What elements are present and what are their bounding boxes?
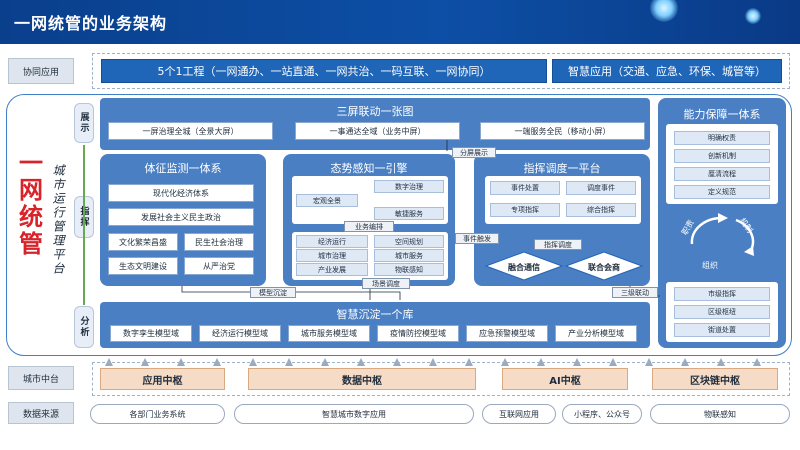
capability-item: 创新机制 <box>674 149 770 163</box>
command-diamond-label: 融合通信 <box>508 262 540 272</box>
decorative-light-icon <box>745 8 761 24</box>
screen-item: 一屏治理全城（全景大屏） <box>108 122 273 140</box>
data-source: 物联感知 <box>650 404 790 424</box>
capability-org-item: 区级枢纽 <box>674 305 770 319</box>
data-source: 智慧城市数字应用 <box>234 404 474 424</box>
monitor-item: 从严治党 <box>184 257 254 275</box>
capability-item: 定义规范 <box>674 185 770 199</box>
library-item: 产业分析模型域 <box>555 325 637 342</box>
connector-tag: 事件触发 <box>455 233 499 244</box>
top-app-smart: 智慧应用（交通、应急、环保、城管等） <box>552 59 782 83</box>
screen-item: 一端服务全民（移动小屏） <box>480 122 645 140</box>
title-bar <box>0 0 800 44</box>
monitor-title: 体征监测一体系 <box>144 162 222 175</box>
situation-grid-item: 城市服务 <box>374 249 444 262</box>
situation-grid-item: 经济运行 <box>296 235 368 248</box>
data-source: 小程序、公众号 <box>562 404 642 424</box>
capability-title: 能力保障一体系 <box>683 108 761 121</box>
situation-item: 宏观全景 <box>296 194 358 207</box>
connector-tag: 场景调度 <box>362 278 410 289</box>
monitor-item: 现代化经济体系 <box>108 184 254 202</box>
library-item: 应急预警模型域 <box>466 325 548 342</box>
situation-item: 敏捷服务 <box>374 207 444 220</box>
middle-platform: 数据中枢 <box>248 368 476 390</box>
capability-org-item: 街道处置 <box>674 323 770 337</box>
situation-grid-item: 产业发展 <box>296 263 368 276</box>
data-source: 各部门业务系统 <box>90 404 225 424</box>
library-title: 智慧沉淀一个库 <box>336 308 414 321</box>
middle-platform: 区块链中枢 <box>652 368 778 390</box>
row-label-xietong: 协同应用 <box>8 58 74 84</box>
connector-tag: 分屏展示 <box>452 147 496 158</box>
middle-platform: AI中枢 <box>502 368 628 390</box>
connector-tag: 三级联动 <box>612 287 658 298</box>
capability-item: 明确权责 <box>674 131 770 145</box>
middle-platform: 应用中枢 <box>100 368 225 390</box>
side-pill-zhanshi: 展示 <box>74 103 94 143</box>
library-item: 经济运行模型域 <box>199 325 281 342</box>
command-dispatch-tag: 指挥调度 <box>534 239 582 250</box>
situation-grid-item: 城市治理 <box>296 249 368 262</box>
row-label-chengshi: 城市中台 <box>8 366 74 390</box>
monitor-item: 发展社会主义民主政治 <box>108 208 254 226</box>
capability-item: 厘清流程 <box>674 167 770 181</box>
monitor-item: 民生社会治理 <box>184 233 254 251</box>
connector-tag: 模型沉淀 <box>250 287 296 298</box>
library-item: 城市服务模型域 <box>288 325 370 342</box>
command-item: 调度事件 <box>566 181 636 195</box>
command-item: 事件处置 <box>490 181 560 195</box>
monitor-item: 文化繁荣昌盛 <box>108 233 178 251</box>
situation-item: 数字治理 <box>374 180 444 193</box>
decorative-light-icon <box>650 0 678 22</box>
left-subtitle: 城市运行管理平台 <box>51 164 65 276</box>
command-item: 综合指挥 <box>566 203 636 217</box>
screens-title: 三屏联动一张图 <box>336 105 414 118</box>
capability-org-item: 市级指挥 <box>674 287 770 301</box>
left-title: 一网统管 <box>19 149 43 258</box>
xietong-frame <box>92 53 790 89</box>
situation-center-tag: 业务编排 <box>344 221 394 232</box>
screen-item: 一事通达全域（业务中屏） <box>295 122 460 140</box>
main-frame <box>6 94 792 356</box>
top-app-5x1: 5个1工程（一网通办、一站直通、一网共治、一码互联、一网协同） <box>101 59 547 83</box>
side-pill-fenxi: 分析 <box>74 306 94 348</box>
command-diamond-label: 联合会商 <box>588 262 620 272</box>
cycle-label: 组织 <box>702 261 718 270</box>
situation-grid-item: 空间规划 <box>374 235 444 248</box>
library-item: 数字孪生模型域 <box>110 325 192 342</box>
library-item: 疫情防控模型域 <box>377 325 459 342</box>
data-source: 互联网应用 <box>482 404 556 424</box>
chengshi-frame <box>92 362 790 396</box>
command-item: 专项指挥 <box>490 203 560 217</box>
cycle-arrows-icon <box>690 213 755 256</box>
side-connector-line <box>83 145 85 305</box>
row-label-shuju: 数据来源 <box>8 402 74 424</box>
page-title: 一网统管的业务架构 <box>14 14 168 33</box>
monitor-item: 生态文明建设 <box>108 257 178 275</box>
situation-title: 态势感知一引擎 <box>330 162 408 175</box>
command-title: 指挥调度一平台 <box>523 162 601 175</box>
situation-grid-item: 物联感知 <box>374 263 444 276</box>
command-diamonds-shape <box>484 251 644 281</box>
